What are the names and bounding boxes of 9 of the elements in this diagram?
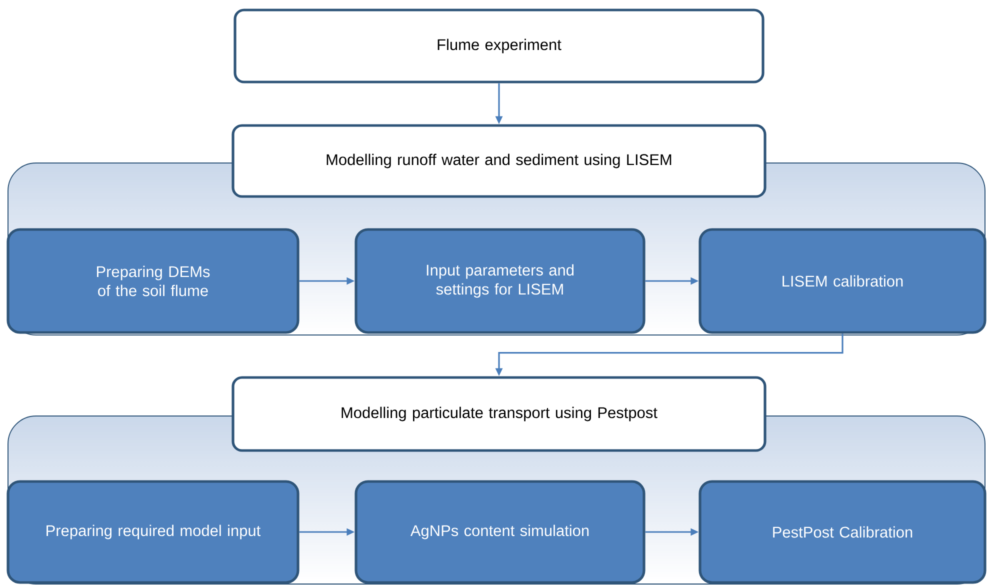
process-box: Modelling particulate transport using Pestpost <box>232 376 766 452</box>
process-box: Preparing DEMs of the soil flume <box>6 228 300 334</box>
process-box: Input parameters and settings for LISEM <box>354 228 646 334</box>
process-box: PestPost Calibration <box>698 480 986 584</box>
process-box: Preparing required model input <box>6 480 300 584</box>
process-box: AgNPs content simulation <box>354 480 646 584</box>
process-box: Modelling runoff water and sediment using LISEM <box>232 124 766 198</box>
process-box: LISEM calibration <box>698 228 986 334</box>
process-box: Flume experiment <box>234 8 764 84</box>
